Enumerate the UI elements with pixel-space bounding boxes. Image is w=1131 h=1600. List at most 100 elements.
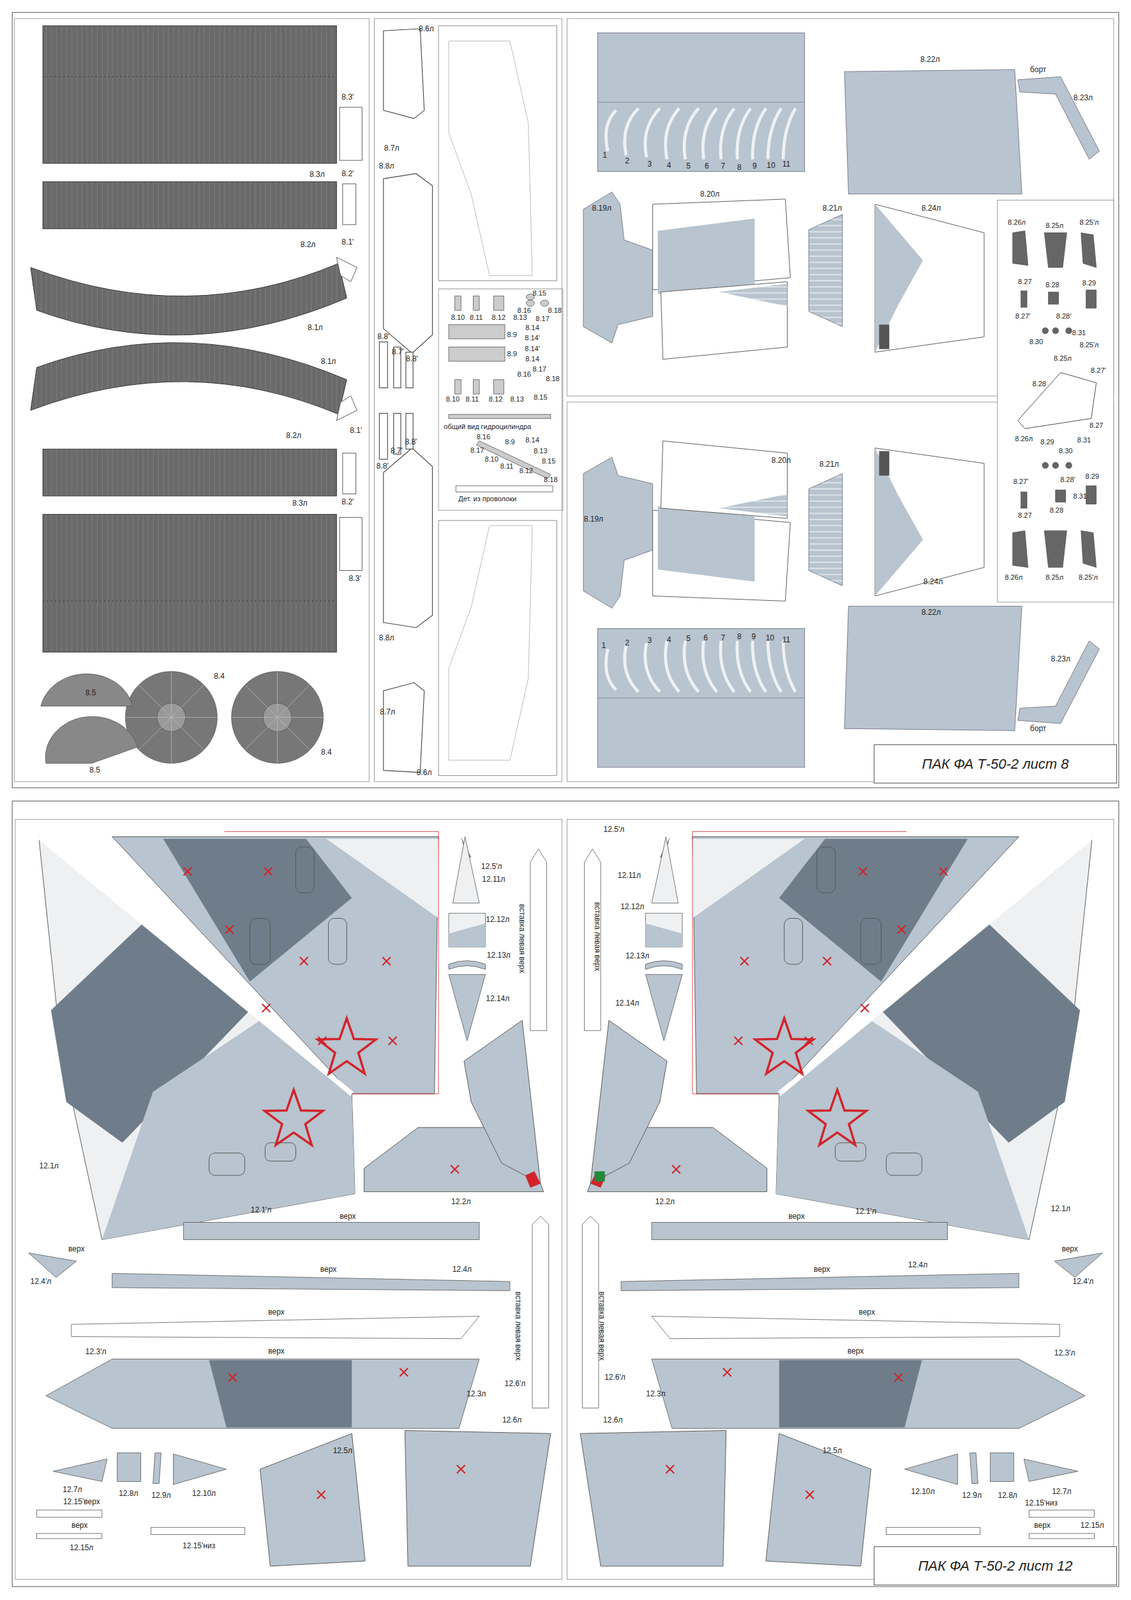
part-label: 8.27 bbox=[1089, 421, 1103, 429]
part-label: 8.8' bbox=[405, 354, 419, 363]
part-label: 8.6л bbox=[418, 24, 435, 33]
part-label: 8.16 bbox=[517, 370, 532, 378]
paper-part-path bbox=[448, 40, 533, 276]
paper-part-path bbox=[448, 973, 486, 1041]
part-label: 8.20л bbox=[700, 190, 720, 198]
paper-part-path bbox=[45, 1358, 480, 1429]
part-label: 8.16 bbox=[476, 432, 491, 440]
paper-part-rect bbox=[1048, 291, 1059, 304]
part-label: 8.28 bbox=[1049, 506, 1064, 514]
paper-part-circle bbox=[1065, 462, 1073, 469]
part-label: 12.2л bbox=[655, 1197, 675, 1206]
part-label: 8.25л bbox=[1045, 573, 1064, 581]
paper-part-rect bbox=[37, 1509, 103, 1517]
paper-part-rect bbox=[15, 818, 562, 1579]
part-label: 12.6л bbox=[502, 1415, 522, 1424]
part-label: 12.13л bbox=[486, 951, 511, 959]
paper-part-use bbox=[299, 956, 309, 966]
paper-part-path bbox=[525, 1171, 541, 1188]
paper-part-use bbox=[262, 1003, 271, 1013]
part-label: 1 bbox=[601, 641, 607, 650]
part-label: 8.17 bbox=[532, 365, 547, 373]
part-label: 12.10л bbox=[911, 1487, 936, 1495]
part-label: 8.9 bbox=[504, 437, 515, 445]
part-label: 8.4 bbox=[321, 748, 332, 756]
part-label: 8.19л bbox=[592, 204, 612, 212]
part-label: 8 bbox=[737, 632, 742, 641]
part-label: 8.23л bbox=[1051, 654, 1071, 663]
part-label: 8.1л bbox=[321, 357, 337, 366]
part-label: 8.14 bbox=[525, 355, 539, 363]
part-label: 7 bbox=[721, 633, 726, 642]
part-label: 2 bbox=[624, 638, 630, 647]
paper-part-path bbox=[1044, 232, 1067, 268]
paper-part-path bbox=[783, 108, 796, 160]
part-label: 12.15л bbox=[1080, 1520, 1105, 1529]
part-label: 2 bbox=[624, 157, 630, 165]
paper-part-rect bbox=[448, 347, 505, 362]
paper-part-rect bbox=[1086, 485, 1097, 505]
part-label: 12.12л bbox=[485, 915, 510, 923]
part-label: 3 bbox=[647, 160, 652, 168]
part-label: 8.10 bbox=[446, 395, 460, 403]
part-label: верх bbox=[268, 1307, 285, 1316]
part-label: вставка левая верх bbox=[593, 901, 602, 971]
part-label: 8 bbox=[737, 163, 742, 172]
paper-part-path bbox=[209, 1359, 353, 1427]
paper-part-path bbox=[737, 108, 751, 160]
paper-part-rect bbox=[374, 18, 562, 782]
part-label: 8.29 bbox=[1082, 278, 1096, 286]
paper-part-g bbox=[125, 671, 324, 764]
paper-part-rect bbox=[183, 1222, 480, 1240]
paper-part-use bbox=[264, 866, 273, 876]
sheet-title-box: ПАК ФА Т-50-2 лист 8 bbox=[873, 744, 1117, 784]
part-label: 12.3'л bbox=[1054, 1348, 1076, 1357]
part-label: 8.15 bbox=[541, 457, 556, 465]
part-label: 8.26л bbox=[1004, 573, 1023, 581]
sheet-title-box: ПАК ФА Т-50-2 лист 12 bbox=[873, 1545, 1117, 1585]
paper-part-rect bbox=[264, 1142, 296, 1161]
paper-part-path bbox=[452, 836, 480, 904]
paper-part-path bbox=[71, 1316, 480, 1339]
part-label: 8.18 bbox=[545, 374, 560, 382]
part-label: верх bbox=[858, 1307, 875, 1316]
part-label: 8.6л bbox=[416, 768, 433, 777]
paper-part-g bbox=[448, 293, 553, 492]
part-label: 8.4 bbox=[213, 672, 225, 680]
part-label: 8.3л bbox=[309, 170, 325, 179]
paper-part-g bbox=[28, 831, 551, 1566]
part-label: верх bbox=[1033, 1520, 1050, 1529]
part-label: верх bbox=[1061, 1244, 1078, 1253]
paper-part-path bbox=[112, 836, 439, 1094]
part-label: 12.5л bbox=[333, 1446, 353, 1454]
part-label: 12.8л bbox=[118, 1489, 138, 1497]
paper-part-path bbox=[28, 1252, 77, 1277]
paper-part-rect bbox=[878, 324, 890, 349]
part-label: верх bbox=[71, 1520, 88, 1529]
part-label: 12.6'л bbox=[604, 1372, 626, 1381]
paper-part-circle bbox=[1042, 462, 1049, 469]
part-label: 8.17 bbox=[535, 314, 549, 322]
part-label: 8.8' bbox=[404, 437, 417, 446]
paper-part-use bbox=[183, 866, 193, 876]
paper-part-path bbox=[224, 831, 440, 1094]
paper-part-path bbox=[52, 1458, 108, 1481]
part-label: 8.11 bbox=[469, 313, 484, 321]
part-label: 8.7л bbox=[379, 707, 396, 716]
part-label: 8.14 bbox=[525, 435, 539, 443]
part-label: 8.3л bbox=[292, 499, 308, 507]
part-label: 8.14 bbox=[525, 323, 539, 331]
paper-part-path bbox=[844, 69, 1022, 195]
part-label: 8.9 bbox=[506, 350, 517, 358]
paper-part-rect bbox=[455, 379, 462, 394]
part-label: общий вид гидроцилиндра bbox=[443, 422, 532, 430]
paper-part-path bbox=[173, 1453, 227, 1484]
part-label: верх bbox=[268, 1346, 285, 1355]
paper-part-g bbox=[209, 846, 348, 1176]
part-label: 8.1' bbox=[341, 238, 354, 246]
part-label: 11 bbox=[782, 635, 791, 644]
paper-part-path bbox=[875, 204, 923, 353]
part-label: 8.21л bbox=[819, 460, 839, 468]
part-label: 1 bbox=[602, 151, 607, 159]
